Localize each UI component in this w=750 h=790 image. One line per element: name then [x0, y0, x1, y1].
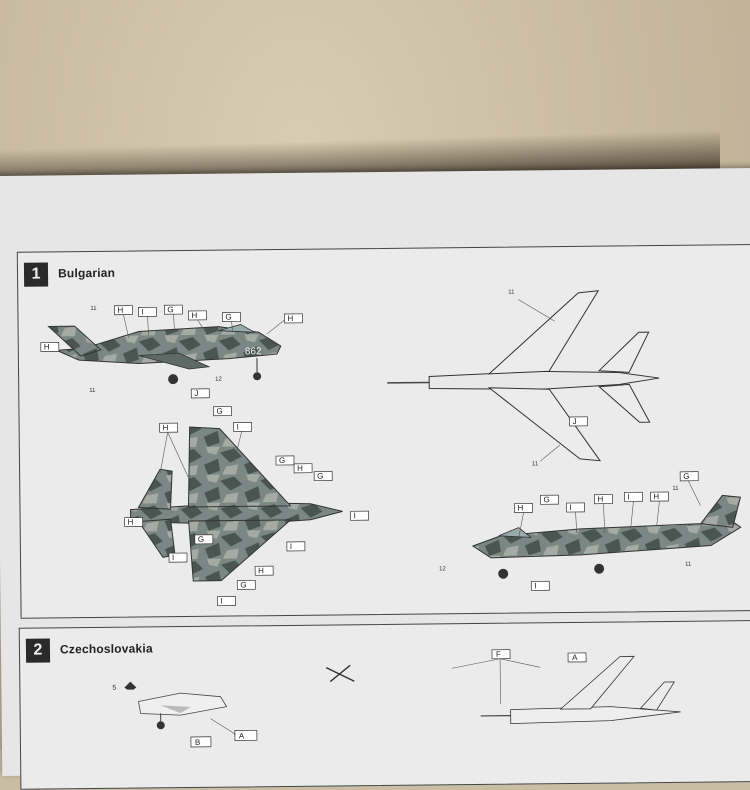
num-11-b: 11	[89, 388, 96, 394]
callout-g: G	[167, 305, 173, 314]
callout-i7: I	[569, 503, 571, 512]
callout-g5: G	[317, 472, 323, 481]
callout-i9: I	[534, 581, 536, 590]
callout-a: A	[239, 731, 245, 740]
callout-f: F	[496, 650, 501, 659]
num-11-f: 11	[685, 562, 692, 568]
num-5: 5	[112, 685, 116, 692]
num-11-a: 11	[90, 306, 97, 312]
callout-g2: G	[225, 313, 231, 322]
callout-i5: I	[172, 553, 174, 562]
callout-i4: I	[290, 542, 292, 551]
callout-h6: H	[297, 464, 303, 473]
num-12-b: 12	[439, 566, 446, 572]
num-11-d: 11	[532, 461, 539, 467]
instruction-sheet: 1 Bulgarian	[0, 168, 750, 776]
callout-g3: G	[216, 407, 222, 416]
callout-h8: H	[258, 566, 264, 575]
callout-h11: H	[653, 492, 659, 501]
callout-h10: H	[597, 495, 603, 504]
callout-b: B	[195, 738, 200, 747]
callout-g8: G	[683, 472, 689, 481]
callout-i6: I	[220, 597, 222, 606]
num-11-e: 11	[672, 486, 679, 492]
callout-i3: I	[354, 511, 356, 520]
callout-j2: J	[573, 417, 577, 426]
callout-h: H	[117, 306, 123, 315]
callout-j: J	[194, 389, 198, 398]
num-11-c: 11	[508, 290, 515, 296]
callout-a2: A	[572, 653, 578, 662]
cross-mark	[326, 665, 354, 681]
callout-h5: H	[163, 423, 169, 432]
callout-h2: H	[191, 311, 197, 320]
top-view-center	[130, 425, 344, 581]
section-bulgarian: 1 Bulgarian	[17, 244, 750, 619]
callout-h7: H	[128, 518, 134, 527]
aircraft-serial: 862	[245, 346, 262, 357]
callout-g6: G	[198, 535, 204, 544]
czechoslovakia-scheme-drawings: 5 B A F A	[20, 621, 750, 789]
num-12-a: 12	[215, 377, 222, 383]
callout-h4: H	[44, 342, 50, 351]
callout-g4: G	[279, 456, 285, 465]
callout-i8: I	[627, 492, 629, 501]
star-icon	[124, 682, 136, 690]
side-view-right	[472, 495, 741, 579]
callout-h3: H	[287, 314, 293, 323]
callout-i2: I	[237, 422, 239, 431]
callout-i: I	[141, 307, 143, 316]
section-czechoslovakia: 2 Czechoslovakia 5 B A F A	[19, 620, 750, 790]
callout-h9: H	[517, 503, 523, 512]
bulgarian-scheme-drawings: 862	[18, 245, 750, 618]
top-view-right	[386, 290, 660, 463]
callout-g9: G	[543, 495, 549, 504]
callout-g7: G	[240, 580, 246, 589]
